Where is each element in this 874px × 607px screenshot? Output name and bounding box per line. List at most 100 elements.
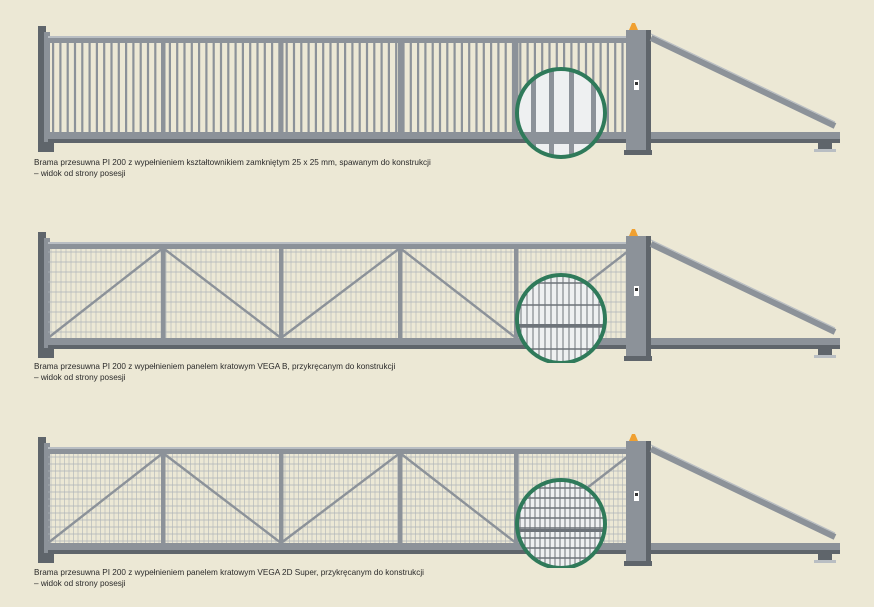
infill-bar <box>198 42 201 132</box>
infill-bar <box>271 42 274 132</box>
infill-bar <box>292 42 296 132</box>
infill-bar <box>263 42 266 132</box>
infill-bar <box>446 42 449 132</box>
infill-bar <box>125 42 128 132</box>
frame-post <box>514 447 519 543</box>
left-post-face <box>44 238 50 350</box>
infill-bar <box>88 42 91 132</box>
infill-bar <box>234 42 237 132</box>
left-foot <box>40 348 54 358</box>
brace <box>280 247 401 339</box>
warning-lamp-icon <box>629 434 638 441</box>
gate-drawing-vertical-bars <box>38 23 840 159</box>
bottom-beam-shadow <box>48 550 840 554</box>
brace <box>162 452 282 544</box>
infill-bar <box>490 42 493 132</box>
infill-bar <box>307 42 310 132</box>
infill-bar <box>81 42 84 132</box>
lens-background <box>517 480 605 568</box>
tail-diagonal-highlight <box>650 33 836 123</box>
infill-bar <box>219 42 223 132</box>
bottom-beam <box>48 132 840 142</box>
motor-pillar-base <box>624 561 652 566</box>
motor-pillar-side <box>646 236 651 360</box>
infill-bar <box>205 42 208 132</box>
gate-caption-2: Brama przesuwna PI 200 z wypełnieniem pa… <box>34 362 395 383</box>
infill-bar <box>110 42 113 132</box>
infill-bar <box>599 42 602 132</box>
infill-bar <box>482 42 485 132</box>
infill-bar <box>103 42 106 132</box>
bottom-beam <box>48 338 840 348</box>
lens-ring <box>515 478 607 568</box>
infill-bar <box>52 42 55 132</box>
infill-bar <box>139 42 142 132</box>
frame-post <box>514 242 519 338</box>
infill-bar <box>322 42 325 132</box>
caption-line-2: – widok od strony posesji <box>34 168 126 178</box>
frame-post <box>398 242 403 338</box>
left-post-face <box>44 32 50 144</box>
brace <box>162 247 282 339</box>
infill-bar <box>154 42 157 132</box>
infill-bar <box>95 42 98 132</box>
lens-bar <box>569 69 574 157</box>
infill-bar <box>387 42 390 132</box>
infill-bar <box>358 42 361 132</box>
frame-post <box>161 447 166 543</box>
warning-lamp-icon <box>629 23 638 30</box>
infill-bar <box>66 42 69 132</box>
tail-diagonal-highlight <box>650 239 836 329</box>
left-foot <box>40 142 54 152</box>
tail-roller <box>818 551 832 561</box>
frame-post <box>279 36 284 132</box>
left-foot <box>40 553 54 563</box>
infill-bar <box>241 42 244 132</box>
caption-line-2: – widok od strony posesji <box>34 578 126 588</box>
top-rail <box>48 36 627 43</box>
infill-bar <box>453 42 456 132</box>
gate-caption-3: Brama przesuwna PI 200 z wypełnieniem pa… <box>34 568 424 589</box>
infill-bar <box>606 42 609 132</box>
lens-rail <box>517 132 605 144</box>
tail-roller-base <box>814 149 836 152</box>
brace <box>399 247 517 339</box>
lens-double-wire <box>517 529 605 532</box>
infill-bar <box>424 42 427 132</box>
infill-bar <box>212 42 215 132</box>
frame-post <box>398 447 403 543</box>
infill-bar <box>402 42 405 132</box>
top-rail <box>48 242 627 249</box>
lens-zoom <box>517 69 605 157</box>
caption-line-1: Brama przesuwna PI 200 z wypełnieniem ks… <box>34 158 431 167</box>
infill-bar <box>409 42 412 132</box>
tail-diagonal <box>649 35 837 129</box>
lock-icon <box>635 493 638 496</box>
frame-post <box>279 447 284 543</box>
warning-lamp-icon <box>629 229 638 236</box>
brace <box>399 452 517 544</box>
gate-drawing-mesh-vega-b <box>38 229 840 363</box>
infill-bar <box>475 42 478 132</box>
infill-bar <box>431 42 434 132</box>
mesh-infill <box>48 453 627 543</box>
infill-bar <box>73 42 77 132</box>
infill-bar <box>460 42 463 132</box>
frame-post <box>161 242 166 338</box>
bottom-beam <box>48 543 840 553</box>
infill-bar <box>183 42 186 132</box>
caption-line-1: Brama przesuwna PI 200 z wypełnieniem pa… <box>34 568 424 577</box>
tail-diagonal-highlight <box>650 444 836 534</box>
infill-bar <box>519 42 522 132</box>
infill-bar <box>438 42 442 132</box>
bottom-beam-shadow <box>48 139 840 143</box>
lens-bar <box>549 69 554 157</box>
left-post-face <box>44 443 50 555</box>
frame-post <box>398 36 403 132</box>
left-post <box>38 437 46 563</box>
lens-ring <box>515 273 607 363</box>
brace <box>280 452 401 544</box>
infill-bar <box>117 42 120 132</box>
infill-bar <box>380 42 383 132</box>
infill-bar <box>249 42 252 132</box>
